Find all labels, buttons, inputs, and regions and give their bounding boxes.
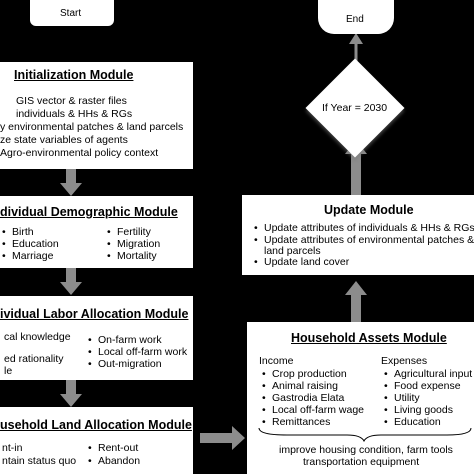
- labor-right-item: On-farm work: [88, 334, 162, 346]
- update-item: Update land cover: [254, 256, 349, 268]
- arrow-labor-to-land: [60, 380, 82, 407]
- end-node: End: [318, 0, 394, 34]
- land-allocation-module: usehold Land Allocation Module nt-in nta…: [0, 407, 193, 474]
- start-label: Start: [60, 8, 82, 19]
- income-item: Animal raising: [262, 380, 338, 392]
- init-item: individuals & HHs & RGs: [16, 108, 133, 120]
- demographic-title: dividual Demographic Module: [0, 205, 178, 219]
- update-item-continued: land parcels: [264, 245, 321, 257]
- labor-left-item: le: [4, 365, 13, 377]
- initialization-module: Initialization Module GIS vector & raste…: [0, 62, 193, 169]
- labor-allocation-module: ividual Labor Allocation Module cal know…: [0, 296, 193, 380]
- arrow-assets-to-update: [345, 281, 367, 322]
- land-title: usehold Land Allocation Module: [0, 418, 192, 432]
- income-label: Income: [259, 355, 294, 367]
- expense-item: Education: [384, 416, 441, 428]
- income-item: Gastrodia Elata: [262, 392, 344, 404]
- labor-left-item: cal knowledge: [4, 331, 71, 343]
- init-item: Agro-environmental policy context: [0, 147, 159, 159]
- labor-title: ividual Labor Allocation Module: [0, 307, 189, 321]
- assets-footer-line: transportation equipment: [303, 456, 420, 468]
- demographic-right-item: Mortality: [107, 250, 157, 262]
- expense-item: Agricultural input: [384, 368, 472, 380]
- update-title: Update Module: [324, 203, 414, 217]
- decision-label: If Year = 2030: [322, 102, 388, 114]
- assets-bracket: [258, 427, 472, 442]
- labor-right-item: Local off-farm work: [88, 346, 187, 358]
- demographic-left-item: Education: [2, 238, 59, 250]
- assets-title: Household Assets Module: [291, 331, 447, 345]
- init-item: ze state variables of agents: [0, 134, 128, 146]
- demographic-left-item: Birth: [2, 226, 33, 238]
- end-label: End: [346, 14, 364, 25]
- assets-footer-line: improve housing condition, farm tools: [279, 444, 453, 456]
- start-node: Start: [30, 0, 114, 26]
- update-item: Update attributes of individuals & HHs &…: [254, 222, 474, 234]
- arrow-init-to-demographic: [60, 169, 82, 196]
- initialization-title: Initialization Module: [14, 68, 134, 82]
- land-left-item: ntain status quo: [2, 455, 77, 467]
- init-item: GIS vector & raster files: [16, 95, 127, 107]
- arrow-demographic-to-labor: [60, 268, 82, 295]
- income-item: Local off-farm wage: [262, 404, 364, 416]
- demographic-right-item: Migration: [107, 238, 160, 250]
- expenses-label: Expenses: [381, 355, 428, 367]
- init-item: y environmental patches & land parcels: [0, 121, 184, 133]
- labor-left-item: ed rationality: [4, 353, 64, 365]
- household-assets-module: Household Assets Module Income Crop prod…: [247, 322, 474, 474]
- demographic-left-item: Marriage: [2, 250, 54, 262]
- land-right-item: Abandon: [88, 455, 140, 467]
- demographic-right-item: Fertility: [107, 226, 151, 238]
- expense-item: Utility: [384, 392, 420, 404]
- land-right-item: Rent-out: [88, 442, 138, 454]
- income-item: Crop production: [262, 368, 347, 380]
- update-module: Update Module Update attributes of indiv…: [242, 195, 474, 275]
- demographic-module: dividual Demographic Module Birth Educat…: [0, 196, 193, 268]
- expense-item: Food expense: [384, 380, 460, 392]
- land-left-item: nt-in: [2, 442, 23, 454]
- update-item: Update attributes of environmental patch…: [254, 234, 474, 246]
- income-item: Remittances: [262, 416, 330, 428]
- expense-item: Living goods: [384, 404, 453, 416]
- arrow-land-to-assets: [200, 426, 245, 450]
- labor-right-item: Out-migration: [88, 358, 162, 370]
